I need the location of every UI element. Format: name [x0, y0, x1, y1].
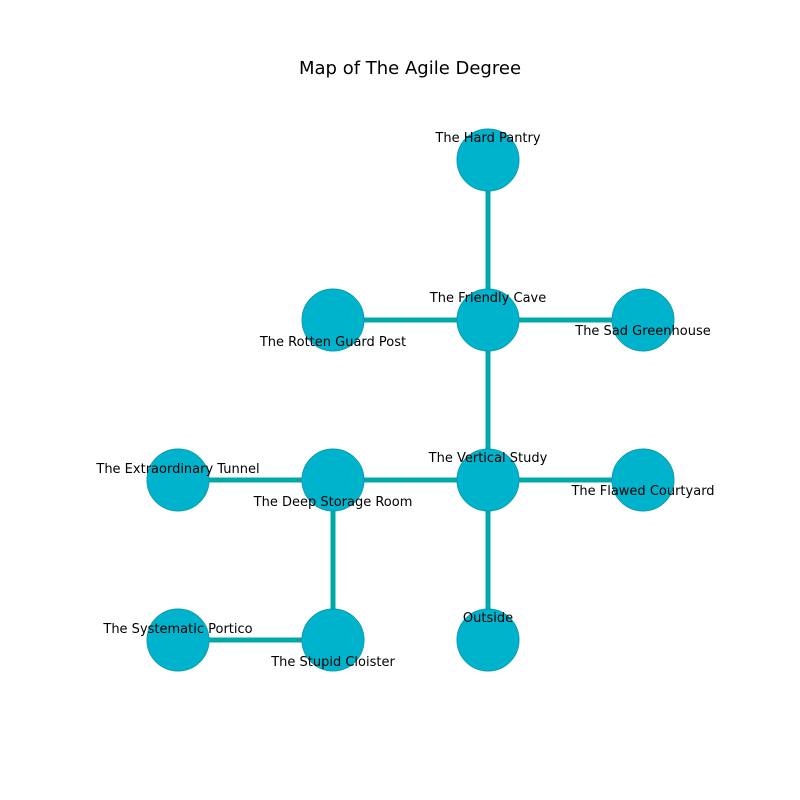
room-label-stupid-cloister: The Stupid Cloister	[270, 655, 395, 670]
room-node-friendly-cave	[456, 288, 520, 352]
room-node-vertical-study	[456, 448, 520, 512]
rooms-layer	[146, 128, 675, 672]
room-label-rotten-guard-post: The Rotten Guard Post	[259, 335, 406, 350]
room-label-deep-storage-room: The Deep Storage Room	[253, 495, 413, 510]
map-title: Map of The Agile Degree	[299, 58, 521, 79]
connections-layer	[178, 160, 643, 643]
room-node-systematic-portico	[146, 608, 210, 672]
room-node-stupid-cloister	[301, 608, 365, 672]
room-label-flawed-courtyard: The Flawed Courtyard	[570, 484, 714, 499]
room-node-outside	[456, 608, 520, 672]
room-label-vertical-study: The Vertical Study	[428, 451, 548, 466]
room-node-flawed-courtyard	[611, 448, 675, 512]
room-node-sad-greenhouse	[611, 288, 675, 352]
room-label-outside: Outside	[463, 611, 513, 626]
room-node-extraordinary-tunnel	[146, 448, 210, 512]
room-label-hard-pantry: The Hard Pantry	[434, 131, 540, 146]
room-label-systematic-portico: The Systematic Portico	[102, 622, 252, 637]
room-node-hard-pantry	[456, 128, 520, 192]
room-node-rotten-guard-post	[301, 288, 365, 352]
room-label-extraordinary-tunnel: The Extraordinary Tunnel	[95, 462, 259, 477]
room-label-sad-greenhouse: The Sad Greenhouse	[574, 324, 710, 339]
room-label-friendly-cave: The Friendly Cave	[429, 291, 546, 306]
room-node-deep-storage-room	[301, 448, 365, 512]
